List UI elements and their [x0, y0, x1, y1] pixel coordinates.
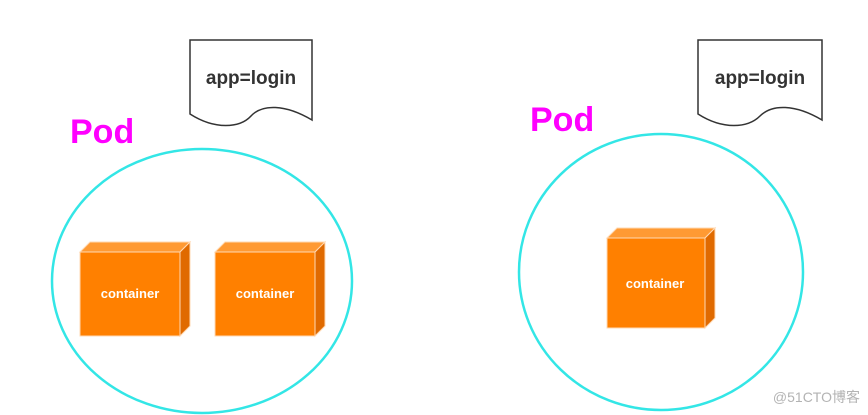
- pod-2-boundary: [517, 132, 805, 412]
- pod-1-label-tag-text: app=login: [206, 68, 296, 89]
- pod-1-container-2: container: [213, 240, 327, 338]
- pod-1-container-2-label: container: [236, 286, 295, 301]
- pod-1: app=login Pod container container: [50, 39, 354, 415]
- pod-1-title: Pod: [70, 113, 134, 151]
- pod-1-label-tag: app=login: [189, 39, 313, 127]
- pod-2-title: Pod: [530, 101, 594, 139]
- watermark: @51CTO博客: [773, 389, 860, 405]
- pod-1-boundary: [50, 147, 354, 415]
- pod-2-container-1: container: [605, 226, 717, 330]
- pod-2-label-tag: app=login: [697, 39, 823, 127]
- pod-2-label-tag-text: app=login: [715, 68, 805, 89]
- pod-2: app=login Pod container: [517, 39, 823, 412]
- pod-1-container-1-label: container: [101, 286, 160, 301]
- pod-1-container-1: container: [78, 240, 192, 338]
- pod-2-container-1-label: container: [626, 276, 685, 291]
